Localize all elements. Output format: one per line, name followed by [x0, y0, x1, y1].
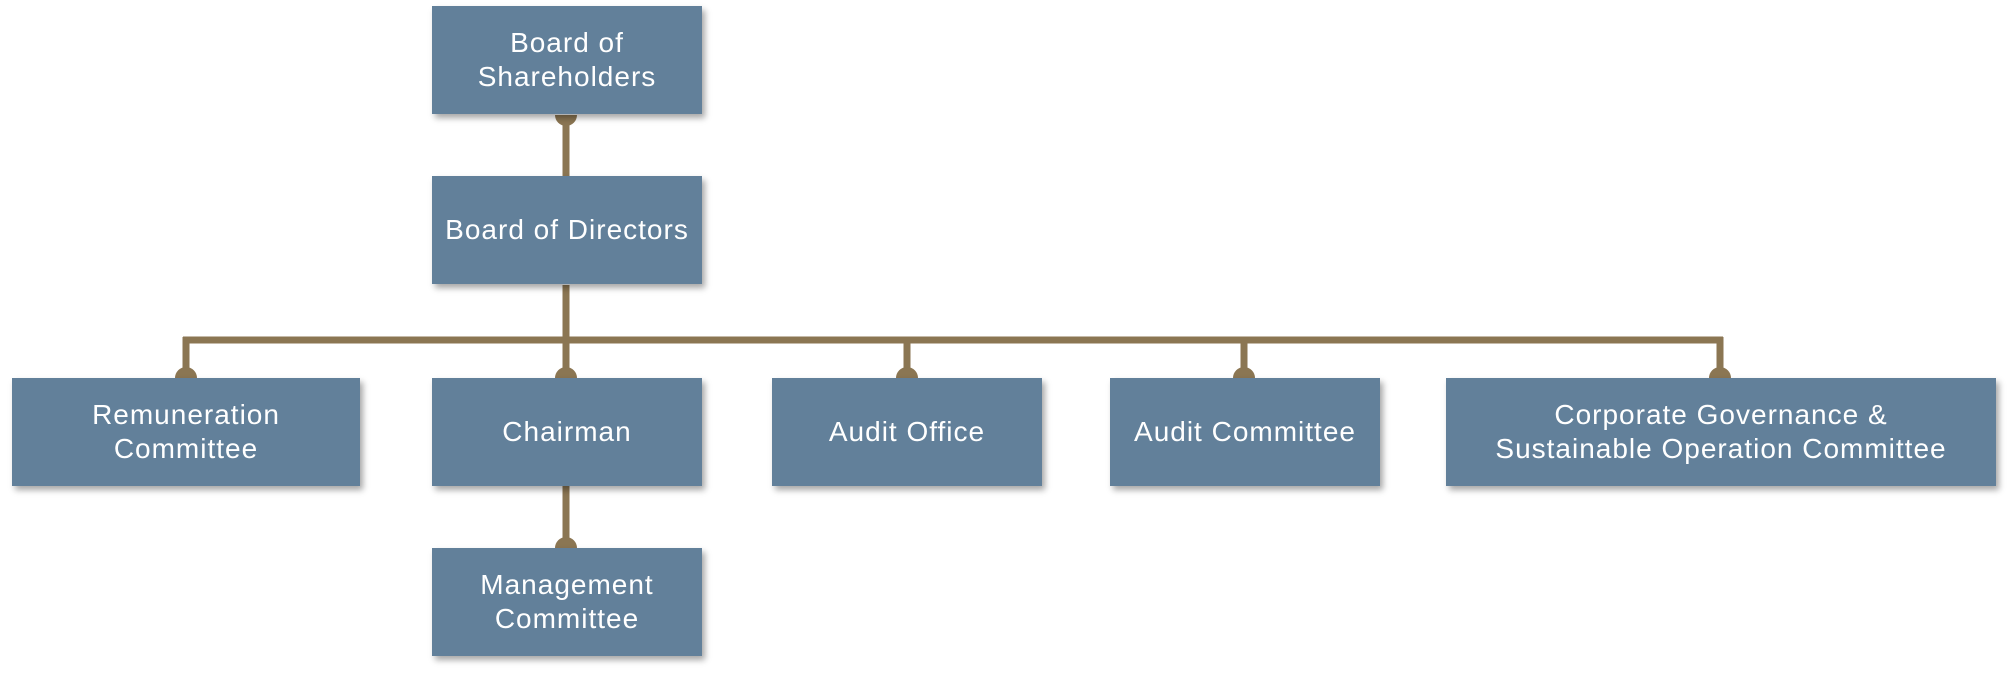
- node-audit-office: Audit Office: [772, 378, 1042, 486]
- node-label: Audit Committee: [1134, 416, 1356, 447]
- node-corporate-governance-committee: Corporate Governance & Sustainable Opera…: [1446, 378, 1996, 486]
- node-label: Board of Shareholders: [477, 27, 657, 92]
- node-board-of-shareholders: Board of Shareholders: [432, 6, 702, 114]
- node-audit-committee: Audit Committee: [1110, 378, 1380, 486]
- node-board-of-directors: Board of Directors: [432, 176, 702, 284]
- node-management-committee: Management Committee: [432, 548, 702, 656]
- node-label: Remuneration Committee: [92, 399, 280, 464]
- node-label: Board of Directors: [445, 214, 689, 245]
- node-label: Audit Office: [828, 416, 986, 447]
- node-chairman: Chairman: [432, 378, 702, 486]
- node-label: Chairman: [502, 416, 632, 447]
- node-label: Management Committee: [480, 569, 654, 634]
- node-remuneration-committee: Remuneration Committee: [12, 378, 360, 486]
- node-label: Corporate Governance & Sustainable Opera…: [1495, 399, 1947, 464]
